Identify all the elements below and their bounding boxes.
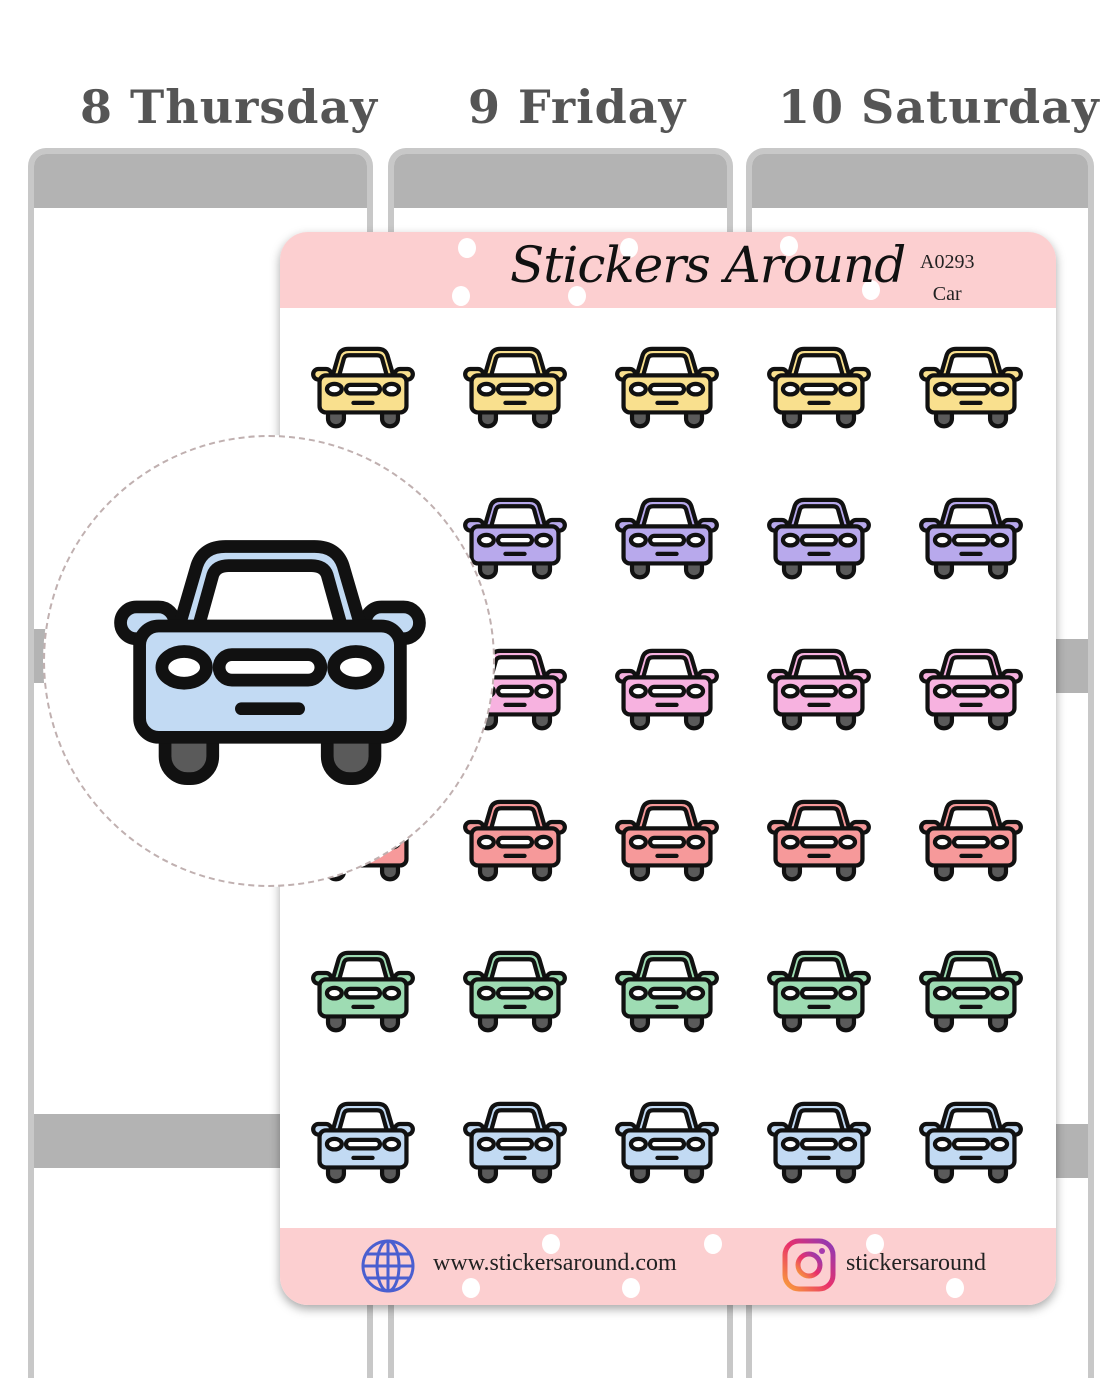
car-sticker xyxy=(614,495,720,581)
car-sticker xyxy=(462,495,568,581)
car-sticker xyxy=(462,948,568,1034)
car-sticker xyxy=(918,646,1024,732)
sheet-header: Stickers Around A0293 Car xyxy=(280,232,1056,308)
globe-icon xyxy=(361,1239,415,1293)
car-sticker xyxy=(614,948,720,1034)
car-sticker xyxy=(918,1099,1024,1185)
car-sticker xyxy=(462,1099,568,1185)
car-sticker xyxy=(614,646,720,732)
instagram-icon xyxy=(782,1238,836,1292)
car-sticker xyxy=(918,344,1024,430)
car-sticker xyxy=(766,646,872,732)
day-title-saturday: 10 Saturday xyxy=(778,80,1100,134)
car-sticker xyxy=(918,797,1024,883)
car-sticker xyxy=(614,344,720,430)
car-sticker xyxy=(918,495,1024,581)
car-sticker xyxy=(614,1099,720,1185)
product-code: A0293 xyxy=(920,251,975,273)
car-sticker xyxy=(766,948,872,1034)
car-sticker xyxy=(462,797,568,883)
car-icon xyxy=(111,532,429,790)
car-sticker xyxy=(310,344,416,430)
product-info: A0293 Car xyxy=(920,246,974,310)
car-sticker xyxy=(462,344,568,430)
instagram-handle[interactable]: stickersaround xyxy=(846,1250,986,1276)
car-sticker xyxy=(766,495,872,581)
day-title-thursday: 8 Thursday xyxy=(80,80,378,134)
sheet-footer: www.stickersaround.com stickersaround xyxy=(280,1228,1056,1305)
website-link[interactable]: www.stickersaround.com xyxy=(433,1250,677,1276)
zoomed-sticker-preview xyxy=(43,435,495,887)
car-sticker xyxy=(766,1099,872,1185)
brand-logo: Stickers Around xyxy=(510,236,906,294)
car-sticker xyxy=(614,797,720,883)
car-sticker xyxy=(766,797,872,883)
car-sticker xyxy=(310,1099,416,1185)
car-sticker xyxy=(766,344,872,430)
day-title-friday: 9 Friday xyxy=(468,80,687,134)
car-sticker xyxy=(310,948,416,1034)
car-sticker xyxy=(918,948,1024,1034)
sticker-sheet: Stickers Around A0293 Car www.stickersar… xyxy=(280,232,1056,1305)
product-name: Car xyxy=(932,283,962,305)
